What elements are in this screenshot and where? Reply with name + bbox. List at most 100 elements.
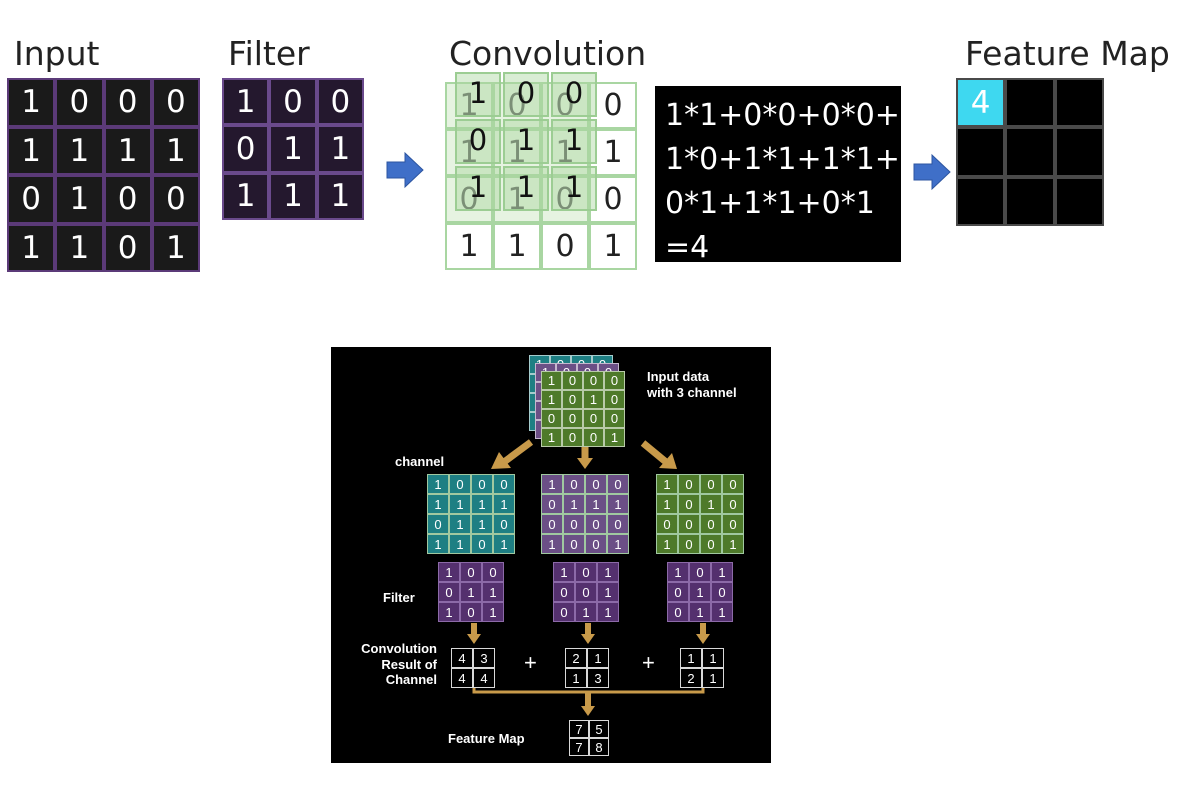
stack-layer-cell: 0 (604, 371, 625, 390)
feature-map-cell (1054, 78, 1104, 128)
channel-grid-cell: 0 (471, 534, 493, 554)
channel-filter-grid-cell: 1 (438, 562, 460, 582)
feature-map-cell (1005, 78, 1055, 128)
feature-map-grid: 4 (956, 78, 1104, 226)
channel-grid-cell: 1 (656, 474, 678, 494)
feature-map-cell (956, 127, 1006, 177)
channel-filter-grid-cell: 1 (711, 562, 733, 582)
channel-filter-grid-cell: 1 (689, 602, 711, 622)
channel-filter-grid-cell: 1 (482, 582, 504, 602)
filter-cell: 1 (222, 78, 270, 126)
channel-grid-cell: 0 (541, 514, 563, 534)
channel-result-grid-cell: 1 (565, 668, 587, 688)
channel-grid-cell: 0 (541, 494, 563, 514)
channel-result-grid-cell: 2 (680, 668, 702, 688)
channel-filter-grid-cell: 1 (667, 562, 689, 582)
channel-filter-grid-cell: 0 (575, 582, 597, 602)
channel-grid-cell: 0 (471, 474, 493, 494)
channel-result-grid-cell: 4 (451, 648, 473, 668)
channel-filter-grid-cell: 1 (438, 602, 460, 622)
plus-sign: + (642, 650, 655, 675)
channel-filter-grid-cell: 0 (667, 602, 689, 622)
channel-grid-cell: 1 (563, 494, 585, 514)
channel-grid-cell: 0 (722, 474, 744, 494)
calc-line: =4 (665, 230, 710, 265)
feature-map-cell (1005, 127, 1055, 177)
channel-filter-grid-cell: 1 (575, 602, 597, 622)
channel-result-grid-cell: 1 (680, 648, 702, 668)
convolution-cell: 1 (493, 176, 541, 223)
channel-grid-cell: 0 (607, 514, 629, 534)
channel-result-grid-cell: 2 (565, 648, 587, 668)
channel-grid-cell: 1 (449, 534, 471, 554)
channel-grid-cell: 1 (427, 474, 449, 494)
channel-grid-cell: 1 (493, 494, 515, 514)
channel-grid-cell: 0 (678, 534, 700, 554)
filter-cell: 1 (222, 172, 270, 220)
channel-filter-grid-cell: 1 (597, 602, 619, 622)
input-cell: 1 (55, 175, 104, 224)
convolution-cell: 0 (589, 82, 637, 129)
calc-line: 0*1+1*1+0*1 (665, 186, 875, 221)
convolution-cell: 1 (493, 129, 541, 176)
channel-grid-cell: 0 (493, 514, 515, 534)
channel-result-grid-cell: 1 (702, 668, 724, 688)
filter-cell: 0 (222, 125, 270, 173)
convolution-result-label: Convolution Result of Channel (361, 641, 437, 688)
stack-layer-cell: 1 (541, 428, 562, 447)
filter-cell: 1 (316, 172, 364, 220)
stack-layer-cell: 0 (562, 428, 583, 447)
channel-grid-cell: 1 (607, 494, 629, 514)
channel-filter-grid-cell: 0 (667, 582, 689, 602)
input-cell: 0 (103, 78, 152, 127)
convolution-cell: 0 (445, 176, 493, 223)
channel-grid-cell: 1 (471, 514, 493, 534)
overlay-filter-cell: 1 (551, 166, 597, 211)
stack-layer-cell: 0 (604, 390, 625, 409)
stack-layer-cell: 0 (583, 371, 604, 390)
feature-map-cell: 4 (956, 78, 1006, 128)
channel-grid-cell: 0 (563, 534, 585, 554)
channel-filter-grid-cell: 1 (689, 582, 711, 602)
input-title: Input (14, 34, 100, 73)
feature-map-title: Feature Map (965, 34, 1170, 73)
overlay-filter-cell: 1 (455, 166, 501, 211)
stack-layer-cell: 1 (604, 428, 625, 447)
channel-grid-cell: 1 (656, 494, 678, 514)
input-cell: 1 (55, 223, 104, 272)
channel-result-grid-cell: 3 (587, 668, 609, 688)
input-cell: 1 (7, 223, 56, 272)
right-arrow-icon (913, 153, 951, 191)
stack-layer-cell: 0 (562, 409, 583, 428)
branch-arrows (467, 439, 710, 716)
channel-grid-cell: 1 (427, 494, 449, 514)
input-cell: 0 (55, 78, 104, 127)
input-cell: 1 (151, 126, 200, 175)
channel-filter-grid-cell: 0 (438, 582, 460, 602)
channel-grid-cell: 0 (563, 514, 585, 534)
channel-grid-cell: 0 (700, 514, 722, 534)
convolution-cell: 1 (445, 223, 493, 270)
stack-layer-cell: 1 (541, 390, 562, 409)
channel-result-grid-cell: 4 (473, 668, 495, 688)
overlay-filter-cell: 0 (503, 72, 549, 117)
input-cell: 0 (151, 175, 200, 224)
channel-grid-cell: 1 (493, 534, 515, 554)
channel-grid-cell: 0 (585, 534, 607, 554)
feature-map-cell (1054, 176, 1104, 226)
convolution-cell: 0 (541, 176, 589, 223)
convolution-cell: 1 (589, 223, 637, 270)
stack-layer-cell: 1 (583, 390, 604, 409)
plus-sign: + (524, 650, 537, 675)
channel-filter-grid-cell: 0 (553, 602, 575, 622)
calc-line: 1*1+0*0+0*0+ (665, 98, 900, 133)
final-feature-map-grid-cell: 5 (589, 720, 609, 738)
filter-cell: 1 (316, 125, 364, 173)
stack-layer-cell: 0 (583, 428, 604, 447)
input-cell: 0 (151, 78, 200, 127)
channel-grid-cell: 1 (585, 494, 607, 514)
